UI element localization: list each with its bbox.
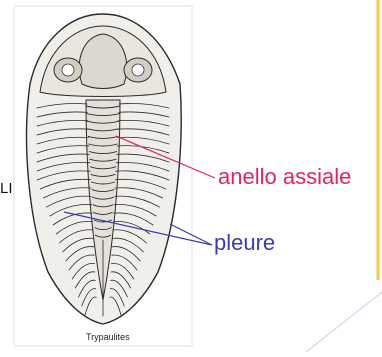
left-eye-lens <box>62 64 74 76</box>
pleurae-label: pleure <box>214 232 275 254</box>
right-eye-lens <box>132 64 144 76</box>
figure-caption: Trypaulites <box>86 333 130 342</box>
slide-deco-line <box>306 292 382 352</box>
cropped-text-fragment: LI <box>0 181 13 196</box>
axial-ring-label: anello assiale <box>218 166 351 188</box>
